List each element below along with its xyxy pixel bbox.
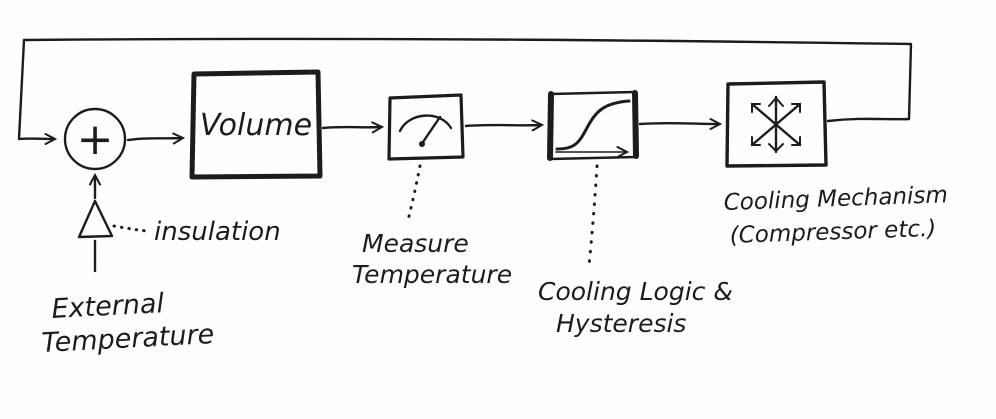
gauge-icon — [398, 114, 453, 147]
cooling-mechanism-block — [725, 80, 828, 168]
arrow-logic-to-mechanism — [638, 123, 719, 124]
insulation-dotted-line — [112, 224, 149, 233]
summing-junction — [63, 107, 127, 171]
logic-dotted-line — [587, 164, 599, 268]
insulation-label: insulation — [154, 217, 281, 247]
measure-temperature-label-line1: Measure — [362, 229, 469, 258]
arrow-volume-to-gauge — [321, 127, 381, 128]
volume-label: Volume — [200, 108, 312, 143]
external-temperature-label-line1: External — [51, 288, 165, 325]
insulation-triangle-icon — [77, 199, 114, 239]
volume-block — [189, 69, 323, 180]
cooling-logic-label-line2: Hysteresis — [556, 309, 686, 338]
external-temperature-label-line2: Temperature — [41, 319, 215, 359]
arrow-sum-to-volume — [126, 138, 182, 140]
measure-temperature-label-line2: Temperature — [352, 260, 512, 289]
cooling-mechanism-label-line1: Cooling Mechanism — [723, 182, 948, 216]
cooling-mechanism-label-line2: (Compressor etc.) — [729, 216, 936, 249]
summing-junction-symbol: + — [77, 114, 114, 165]
snowflake-icon — [750, 95, 802, 154]
feedback-loop-line — [17, 37, 913, 139]
gauge-block — [387, 93, 465, 161]
cooling-logic-label-line1: Cooling Logic & — [538, 277, 733, 306]
hysteresis-block — [547, 90, 639, 161]
arrow-gauge-to-logic — [464, 125, 541, 126]
sigmoid-curve-icon — [555, 99, 631, 152]
measure-dotted-line — [405, 164, 422, 226]
